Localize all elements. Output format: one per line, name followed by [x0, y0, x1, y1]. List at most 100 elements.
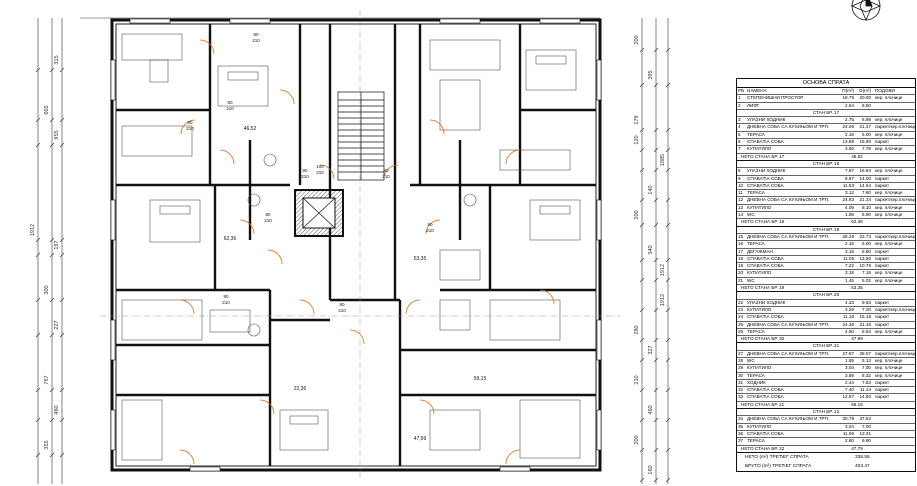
cell-name: СТЕПЕНИШНИ ПРОСТОР — [747, 95, 804, 101]
cell-p: 1.55 — [845, 357, 854, 363]
cell-rb: 3 — [738, 117, 741, 123]
cell-rb: 11 — [738, 190, 743, 196]
cell-floor: кер. плочице — [875, 117, 903, 123]
cell-o: 13.31 — [859, 430, 872, 436]
cell-floor: паркет — [875, 394, 890, 400]
header-o: О(m²) — [859, 88, 871, 93]
cell-name: ЛИФТ — [747, 102, 760, 108]
cell-name: СПАВАЋА СОБА — [747, 175, 784, 181]
cell-floor: кер. плочице — [875, 168, 903, 174]
net-value: 46.52 — [851, 153, 863, 159]
cell-name: КУПАТИЛО — [747, 204, 772, 210]
cell-floor: кер. плочице — [875, 131, 903, 137]
cell-floor: паркет/кер.плочице — [875, 197, 915, 203]
cell-name: ДНЕВНА СОБА СА КУХИЊОМ И ТРП. — [747, 321, 830, 327]
door-size-label: 80 — [187, 120, 193, 125]
cell-p: 3.29 — [845, 306, 854, 312]
room-area-label: 53,35 — [414, 256, 427, 262]
cell-p: 28.29 — [842, 233, 855, 239]
interior-walls — [116, 24, 596, 466]
cell-o: 10.76 — [859, 263, 872, 269]
header-name: НАМЕНА — [747, 88, 767, 93]
cell-o: 6.90 — [862, 438, 871, 444]
cell-o: 16.94 — [859, 168, 872, 174]
cell-name: WC — [747, 277, 755, 283]
cell-floor: кер. плочице — [875, 365, 903, 371]
cell-rb: 14 — [738, 212, 744, 218]
dimension-label: 327 — [648, 345, 654, 354]
cell-name: ТЕРАСА — [747, 372, 765, 378]
cell-o: 8.53 — [862, 328, 871, 334]
cell-name: ДНЕВНА СОБА СА КУХИЊОМ И ТРП. — [747, 233, 830, 239]
cell-rb: 33 — [738, 394, 744, 400]
cell-p: 24.93 — [842, 197, 855, 203]
table-title: ОСНОВА СПРАТА — [737, 79, 915, 88]
door-size-label: 80 — [265, 212, 271, 217]
apartment-title: СТАН БР. 22 — [737, 409, 915, 417]
cell-name: WC — [747, 212, 755, 218]
cell-rb: 19 — [738, 263, 744, 269]
cell-p: 2.64 — [845, 102, 854, 108]
cell-floor: паркет — [875, 321, 890, 327]
apartment-title: СТАН БР. 17 — [737, 110, 915, 118]
cell-floor — [873, 103, 915, 109]
dimension-label: 460 — [54, 405, 60, 414]
cell-o: 14.80 — [859, 394, 872, 400]
cell-floor: кер. плочице — [875, 357, 903, 363]
cell-rb: 36 — [738, 430, 744, 436]
cell-p: 3.04 — [845, 365, 854, 371]
cell-rb: 24 — [738, 314, 744, 320]
dimension-label: 1912 — [660, 264, 666, 276]
cell-p: 3.15 — [845, 248, 854, 254]
dimension-label: 200 — [634, 435, 640, 444]
cell-name: ДНЕВНА СОБА СА КУХИЊОМ И ТРП. — [747, 350, 830, 356]
cell-o: 28.07 — [859, 350, 872, 356]
cell-o: 6.00 — [862, 131, 871, 137]
room-area-label: 59,15 — [474, 376, 487, 382]
windows — [110, 18, 602, 472]
net-label: НЕТО СТАНА БР. 21 — [741, 401, 785, 407]
door-size-label: 210 — [338, 308, 346, 313]
apartment-title: СТАН БР. 21 — [737, 343, 915, 351]
cell-o: 7.63 — [862, 379, 871, 385]
cell-rb: 20 — [738, 270, 744, 276]
cell-p: 30.79 — [842, 416, 855, 422]
cell-floor: кер. плочице — [875, 95, 903, 101]
cell-floor: паркет — [875, 139, 890, 145]
room-area-label: 62,36 — [224, 236, 237, 242]
cell-floor: кер. плочице — [875, 146, 903, 152]
door-size-label: 210 — [426, 228, 434, 233]
table-header: РБ НАМЕНА П(m²) О(m²) ПОДОВИ — [737, 88, 915, 96]
door-size-label: 210 — [264, 218, 272, 223]
cell-rb: 16 — [738, 241, 744, 247]
cell-floor: паркет — [875, 263, 890, 269]
doors — [179, 39, 555, 465]
door-size-label: 210 — [316, 170, 324, 175]
cell-o: 8.80 — [862, 248, 871, 254]
total-label: БРУТО (m²) ТРЕЋЕГ СПРАТА — [745, 463, 812, 469]
dimension-label: 665 — [44, 105, 50, 114]
cell-name: ТЕРАСА — [747, 190, 765, 196]
apartment-title: СТАН БР. 19 — [737, 227, 915, 234]
cell-p: 11.53 — [842, 182, 854, 188]
dimension-label: 355 — [44, 440, 50, 449]
apartment-title: СТАН БР. 20 — [737, 292, 915, 300]
dimension-label: 315 — [54, 55, 60, 64]
door-size-label: 80 — [339, 302, 345, 307]
cell-p: 7.87 — [845, 168, 854, 174]
cell-rb: 4 — [738, 124, 741, 130]
